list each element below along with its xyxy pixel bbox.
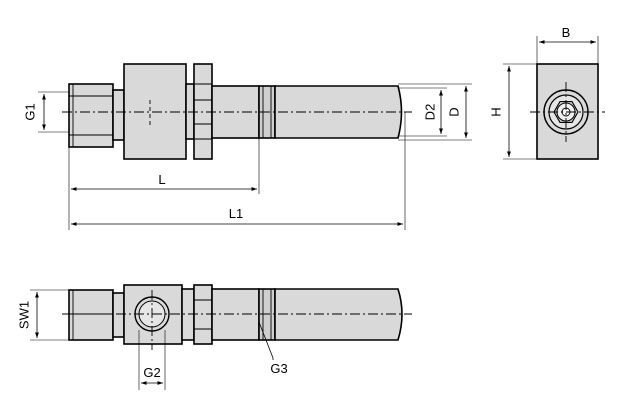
body-block (123, 63, 187, 160)
dim-g3-label: G3 (270, 361, 287, 376)
shaft-plan (181, 288, 195, 341)
dim-l1-label: L1 (229, 206, 243, 221)
shaft-section (185, 83, 195, 140)
dim-d-label: D (446, 107, 461, 116)
end-view: B H (488, 25, 605, 160)
ring-groove-plan (258, 288, 276, 341)
neck-plan (112, 292, 125, 338)
dim-g1-label: G1 (22, 103, 37, 120)
dim-h-label: H (488, 107, 503, 116)
neck (112, 89, 125, 141)
dim-d2-label: D2 (422, 104, 437, 121)
dim-l-label: L (158, 172, 165, 187)
dim-sw1-label: SW1 (16, 301, 31, 329)
collar (193, 63, 213, 160)
top-view: G1 L L1 D2 D (22, 63, 472, 230)
dim-b-label: B (562, 25, 571, 40)
dim-g2-label: G2 (143, 365, 160, 380)
hex-fitting-plan (68, 289, 114, 341)
bottom-view: SW1 G2 G3 (16, 284, 412, 390)
pin-rod-plan (274, 288, 403, 341)
middle-shaft-plan (211, 288, 260, 341)
collar-plan (193, 284, 213, 345)
hex-fitting (68, 83, 114, 148)
